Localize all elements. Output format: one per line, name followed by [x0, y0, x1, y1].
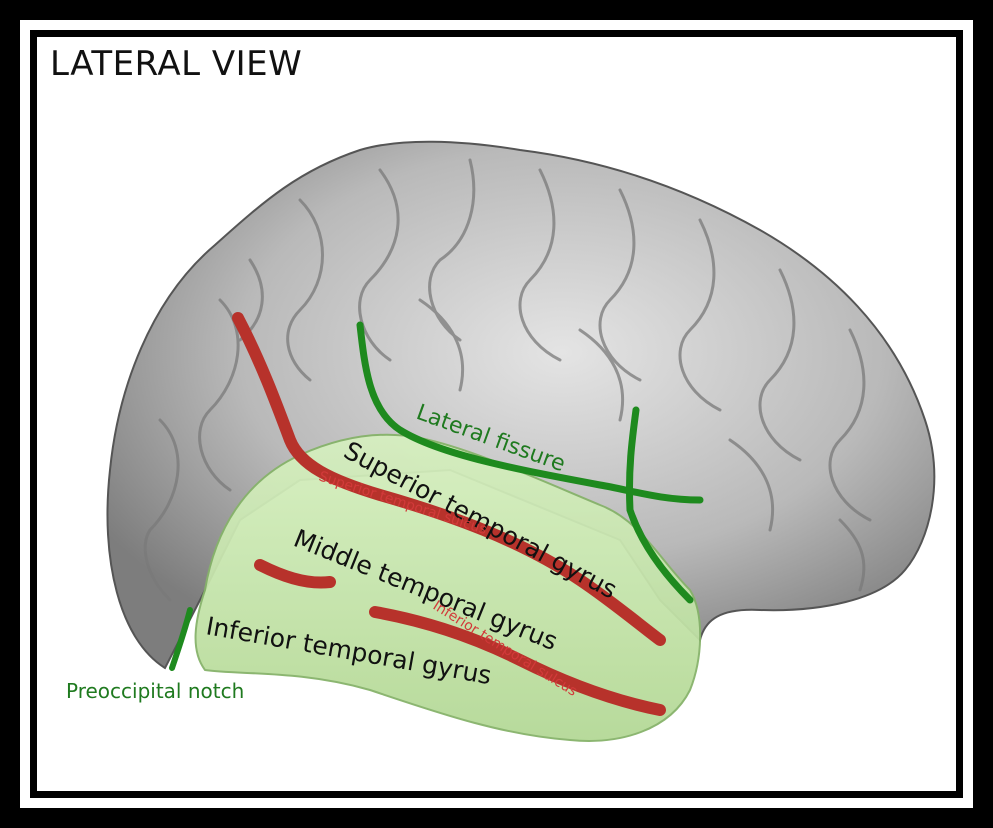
lateral-fissure-line: [356, 321, 704, 504]
temporal-lobe: [194, 433, 702, 742]
diagram-title: LATERAL VIEW: [50, 44, 303, 84]
inferior-temporal-sulcus-line-b: [369, 606, 666, 716]
label-preoccipital-notch: Preoccipital notch: [66, 679, 244, 703]
inferior-temporal-sulcus-line-a: [254, 559, 336, 589]
superior-temporal-sulcus-line: [232, 312, 666, 646]
lateral-fissure-branch: [625, 406, 694, 604]
gyri-texture: [143, 158, 872, 602]
preoccipital-notch-line: [169, 607, 193, 671]
brain-diagram: Lateral fissure Superior temporal gyrus …: [66, 140, 936, 742]
brain-hemisphere: [106, 140, 936, 670]
figure-panel: Lateral fissure Superior temporal gyrus …: [37, 37, 956, 791]
